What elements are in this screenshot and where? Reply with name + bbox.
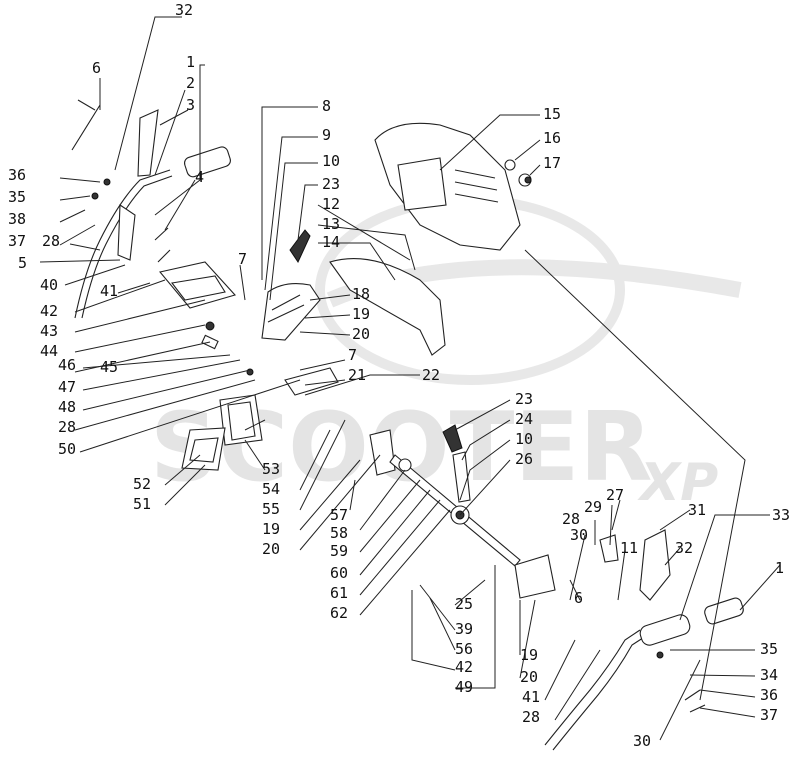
- right-lever-assembly: [544, 529, 744, 751]
- callout-58: 58: [330, 524, 348, 542]
- callout-32-b: 32: [675, 539, 693, 557]
- callout-20: 20: [352, 325, 370, 343]
- callout-5: 5: [18, 254, 27, 272]
- left-lever-assembly: [71, 99, 231, 319]
- callout-57: 57: [330, 506, 348, 524]
- callout-14: 14: [322, 233, 340, 251]
- callout-29: 29: [584, 498, 602, 516]
- callout-36: 36: [8, 166, 26, 184]
- callout-40: 40: [40, 276, 58, 294]
- callout-47: 47: [58, 378, 76, 396]
- callout-12: 12: [322, 195, 340, 213]
- callout-6-b: 6: [574, 589, 583, 607]
- callout-24: 24: [515, 410, 533, 428]
- callout-51: 51: [133, 495, 151, 513]
- callout-42-b: 42: [455, 658, 473, 676]
- callout-13: 13: [322, 215, 340, 233]
- callout-20-b: 20: [262, 540, 280, 558]
- callout-26: 26: [515, 450, 533, 468]
- callout-39: 39: [455, 620, 473, 638]
- callout-1-b: 1: [775, 559, 784, 577]
- callout-4: 4: [195, 168, 204, 186]
- leader-lines: [39, 16, 781, 741]
- watermark-suffix: XP: [637, 453, 718, 513]
- callout-27: 27: [606, 486, 624, 504]
- callout-44: 44: [40, 342, 58, 360]
- callout-10: 10: [322, 152, 340, 170]
- callout-56: 56: [455, 640, 473, 658]
- callout-2: 2: [186, 74, 195, 92]
- callout-11: 11: [620, 539, 638, 557]
- callout-60: 60: [330, 564, 348, 582]
- callout-45: 45: [100, 358, 118, 376]
- callout-36-b: 36: [760, 686, 778, 704]
- callout-46: 46: [58, 356, 76, 374]
- callout-38: 38: [8, 210, 26, 228]
- callout-52: 52: [133, 475, 151, 493]
- callout-19-c: 19: [520, 646, 538, 664]
- callout-30: 30: [570, 526, 588, 544]
- callout-41-b: 41: [522, 688, 540, 706]
- callout-49: 49: [455, 678, 473, 696]
- callout-31: 31: [688, 501, 706, 519]
- speedometer-housing: [374, 122, 532, 251]
- callout-17: 17: [543, 154, 561, 172]
- center-shaft-parts: [369, 424, 556, 599]
- callout-15: 15: [543, 105, 561, 123]
- callout-23: 23: [322, 175, 340, 193]
- callout-16: 16: [543, 129, 561, 147]
- callout-8: 8: [322, 97, 331, 115]
- callout-34: 34: [760, 666, 778, 684]
- callout-50: 50: [58, 440, 76, 458]
- callout-19-b: 19: [262, 520, 280, 538]
- watermark: SCOOTER XP: [150, 195, 742, 513]
- callout-6: 6: [92, 59, 101, 77]
- callout-59: 59: [330, 542, 348, 560]
- callout-35-b: 35: [760, 640, 778, 658]
- callout-3: 3: [186, 96, 195, 114]
- center-cover-parts: [261, 229, 446, 396]
- callout-18: 18: [352, 285, 370, 303]
- callout-33: 33: [772, 506, 790, 524]
- callout-48: 48: [58, 398, 76, 416]
- callout-25: 25: [455, 595, 473, 613]
- callout-55: 55: [262, 500, 280, 518]
- callout-21: 21: [348, 366, 366, 384]
- callout-28: 28: [42, 232, 60, 250]
- callout-53: 53: [262, 460, 280, 478]
- callout-19: 19: [352, 305, 370, 323]
- callout-62: 62: [330, 604, 348, 622]
- callout-28-b: 28: [58, 418, 76, 436]
- callout-61: 61: [330, 584, 348, 602]
- callout-32: 32: [175, 1, 193, 19]
- callout-28-d: 28: [562, 510, 580, 528]
- callout-28-c: 28: [522, 708, 540, 726]
- callout-30-b: 30: [633, 732, 651, 750]
- callout-1: 1: [186, 53, 195, 71]
- callout-41: 41: [100, 282, 118, 300]
- callout-37-b: 37: [760, 706, 778, 724]
- callout-37: 37: [8, 232, 26, 250]
- callout-42: 42: [40, 302, 58, 320]
- callout-labels: 32 1 6 2 3 4 36 35 38 37 28 5 40 41 42 4…: [8, 1, 790, 750]
- callout-7: 7: [238, 250, 247, 268]
- callout-9: 9: [322, 126, 331, 144]
- callout-7-b: 7: [348, 346, 357, 364]
- callout-35: 35: [8, 188, 26, 206]
- callout-22: 22: [422, 366, 440, 384]
- callout-23-b: 23: [515, 390, 533, 408]
- callout-43: 43: [40, 322, 58, 340]
- callout-10-b: 10: [515, 430, 533, 448]
- callout-54: 54: [262, 480, 280, 498]
- callout-20-c: 20: [520, 668, 538, 686]
- left-bracket-parts: [158, 261, 263, 471]
